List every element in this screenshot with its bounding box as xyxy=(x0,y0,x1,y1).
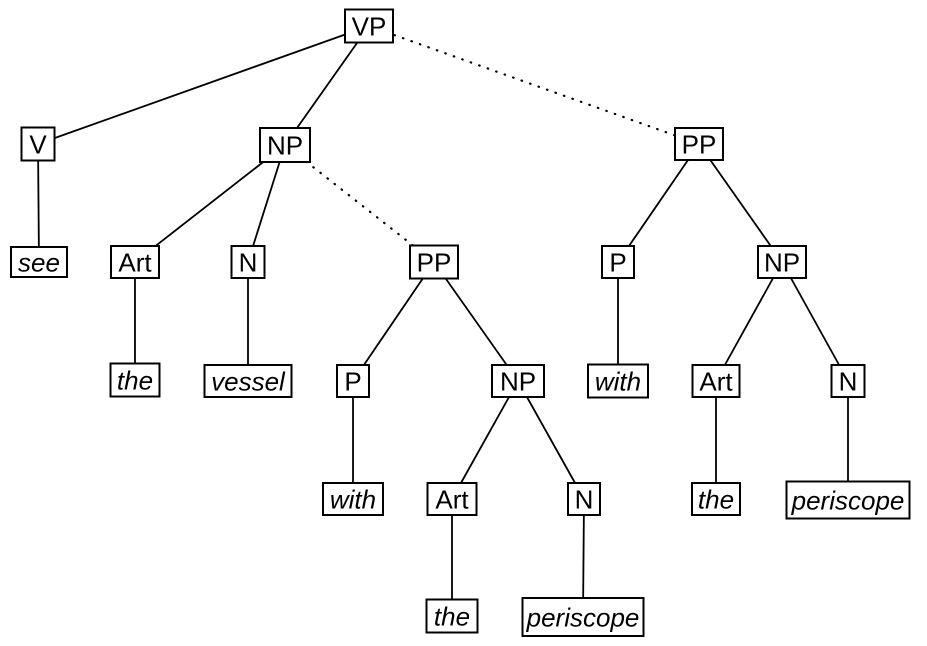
edge-v-see xyxy=(37,143,40,263)
node-label-pp2: PP xyxy=(682,129,717,159)
node-box-n2 xyxy=(567,482,601,516)
node-label-p2: P xyxy=(609,247,626,277)
node-box-see xyxy=(10,246,68,278)
node-box-the1 xyxy=(109,362,161,398)
edge-np3-n3 xyxy=(781,261,849,382)
node-box-pp1 xyxy=(409,244,459,280)
tree-node-per1: periscope xyxy=(521,597,645,637)
tree-node-per2: periscope xyxy=(785,480,911,520)
edge-pp2-p2 xyxy=(617,143,700,263)
node-box-per1 xyxy=(521,597,645,637)
edge-pp1-p1 xyxy=(352,261,435,382)
node-box-the3 xyxy=(691,482,741,516)
node-box-p1 xyxy=(336,364,370,398)
tree-node-ves: vessel xyxy=(203,364,293,398)
tree-node-p1: P xyxy=(336,364,370,398)
tree-node-art2: Art xyxy=(426,482,478,516)
tree-node-p2: P xyxy=(601,245,635,279)
edge-np3-art3 xyxy=(715,261,783,382)
node-box-np2 xyxy=(491,364,545,398)
node-label-p1: P xyxy=(344,366,361,396)
node-box-the2 xyxy=(425,598,479,634)
node-label-pp1: PP xyxy=(417,247,452,277)
edge-vp-pp2-dotted xyxy=(367,24,701,146)
tree-node-n2: N xyxy=(567,482,601,516)
tree-node-pp2: PP xyxy=(674,127,724,161)
node-box-art2 xyxy=(426,482,478,516)
tree-node-art1: Art xyxy=(110,245,160,279)
node-label-the3: the xyxy=(698,484,734,514)
tree-node-np3: NP xyxy=(757,245,807,279)
tree-node-the2: the xyxy=(425,598,479,634)
node-box-wth2 xyxy=(587,363,649,399)
tree-node-wth2: with xyxy=(587,363,649,399)
node-box-n1 xyxy=(230,245,266,279)
edge-vp-np1 xyxy=(284,25,370,146)
node-label-art3: Art xyxy=(699,366,733,396)
tree-node-v: V xyxy=(20,126,56,162)
node-label-ves: vessel xyxy=(211,366,286,396)
node-label-n2: N xyxy=(575,484,594,514)
tree-node-n1: N xyxy=(230,245,266,279)
edge-np2-art2 xyxy=(451,380,519,500)
node-box-np1 xyxy=(259,127,311,163)
tree-node-wth1: with xyxy=(322,482,384,516)
node-label-see: see xyxy=(18,247,60,277)
tree-node-see: see xyxy=(10,246,68,278)
edge-np1-n1 xyxy=(247,144,286,263)
node-label-np3: NP xyxy=(764,247,800,277)
node-label-wth1: with xyxy=(330,484,376,514)
tree-node-np1: NP xyxy=(259,127,311,163)
node-label-v: V xyxy=(29,129,47,159)
node-box-n3 xyxy=(830,364,866,398)
node-box-art1 xyxy=(110,245,160,279)
node-box-art3 xyxy=(691,364,741,398)
tree-node-np2: NP xyxy=(491,364,545,398)
node-label-the2: the xyxy=(434,601,470,631)
tree-node-art3: Art xyxy=(691,364,741,398)
node-box-p2 xyxy=(601,245,635,279)
tree-node-pp1: PP xyxy=(409,244,459,280)
node-label-np1: NP xyxy=(267,130,303,160)
node-box-v xyxy=(20,126,56,162)
tree-node-n3: N xyxy=(830,364,866,398)
edge-np2-n2 xyxy=(517,380,585,500)
node-label-np2: NP xyxy=(500,366,536,396)
tree-node-vp: VP xyxy=(344,8,394,44)
node-label-vp: VP xyxy=(352,11,387,41)
node-label-the1: the xyxy=(117,365,153,395)
node-label-wth2: with xyxy=(595,366,641,396)
node-label-per2: periscope xyxy=(791,485,905,515)
node-box-np3 xyxy=(757,245,807,279)
node-label-n1: N xyxy=(239,247,258,277)
node-box-per2 xyxy=(785,480,911,520)
edges-layer xyxy=(37,24,849,618)
node-box-vp xyxy=(344,8,394,44)
edge-pp1-np2 xyxy=(433,261,519,382)
tree-node-the3: the xyxy=(691,482,741,516)
node-label-n3: N xyxy=(839,366,858,396)
node-box-pp2 xyxy=(674,127,724,161)
edge-pp2-np3 xyxy=(698,143,783,263)
edge-vp-v xyxy=(37,25,370,145)
tree-node-the1: the xyxy=(109,362,161,398)
node-label-art1: Art xyxy=(118,247,152,277)
node-box-wth1 xyxy=(322,482,384,516)
node-label-per1: periscope xyxy=(526,602,640,632)
node-box-ves xyxy=(203,364,293,398)
edge-np1-art1 xyxy=(134,144,286,263)
node-label-art2: Art xyxy=(435,484,469,514)
